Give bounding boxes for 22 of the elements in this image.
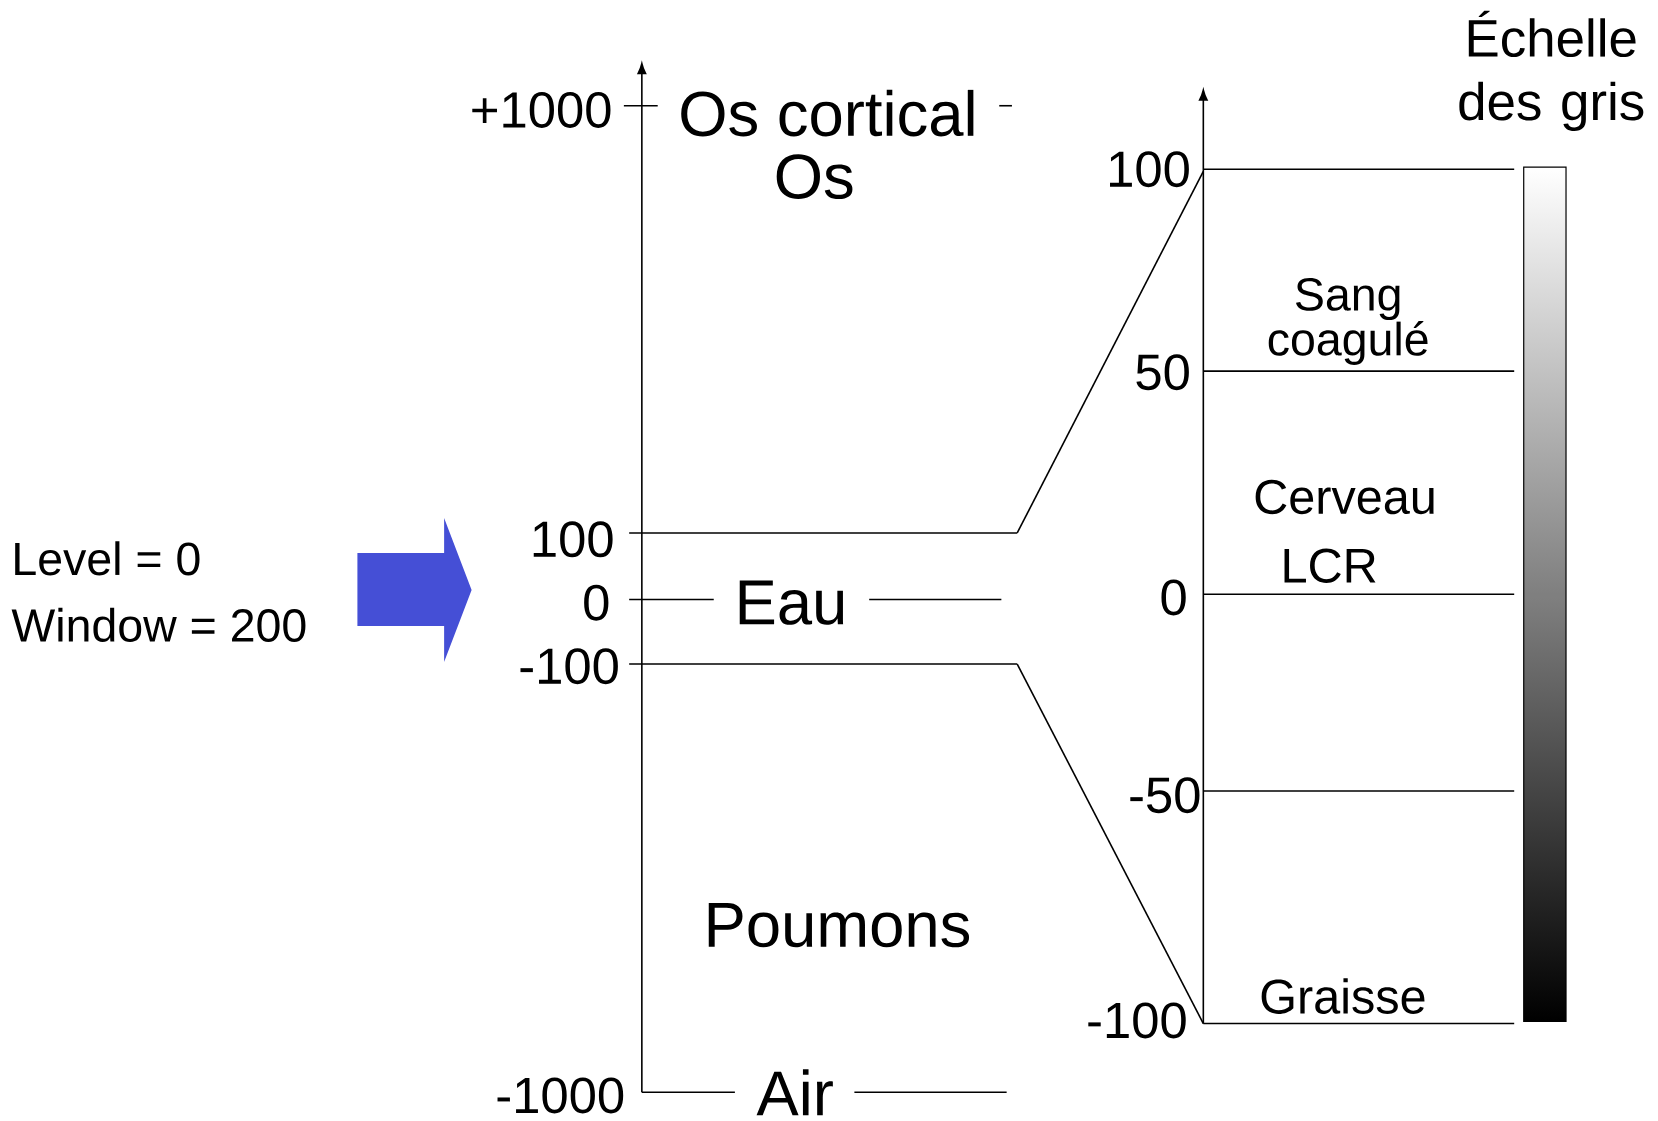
axis-tick-label: -50 [1130,777,1200,814]
tissue-label: Os [776,154,853,199]
scale-title: Échelle des gris [1459,10,1644,131]
tissue-label: Eau [739,580,844,625]
axis-tick-label: 50 [1136,354,1189,391]
tissue-label: Cerveau [1255,479,1434,515]
tissue-label: Air [756,1069,833,1116]
axis-tick-label: 0 [1161,579,1186,616]
tissue-label: LCR [1284,548,1376,583]
tissue-label: Poumons [708,903,970,948]
axis-tick-label: +1000 [472,92,611,128]
axis-tick-label: 100 [1110,151,1189,188]
axis-tick-label: 100 [533,521,613,558]
tissue-label: Os cortical [681,89,974,137]
setting-text: Level = 0 [15,541,200,576]
setting-text: Window = 200 [11,607,306,642]
axis-tick-label: 0 [584,584,609,621]
axis-tick-label: -1000 [497,1077,624,1114]
tissue-label: Sang coagulé [1268,277,1428,365]
axis-tick-label: -100 [1088,1002,1186,1039]
tissue-label: Graisse [1261,978,1425,1014]
axis-tick-label: -100 [520,648,618,685]
